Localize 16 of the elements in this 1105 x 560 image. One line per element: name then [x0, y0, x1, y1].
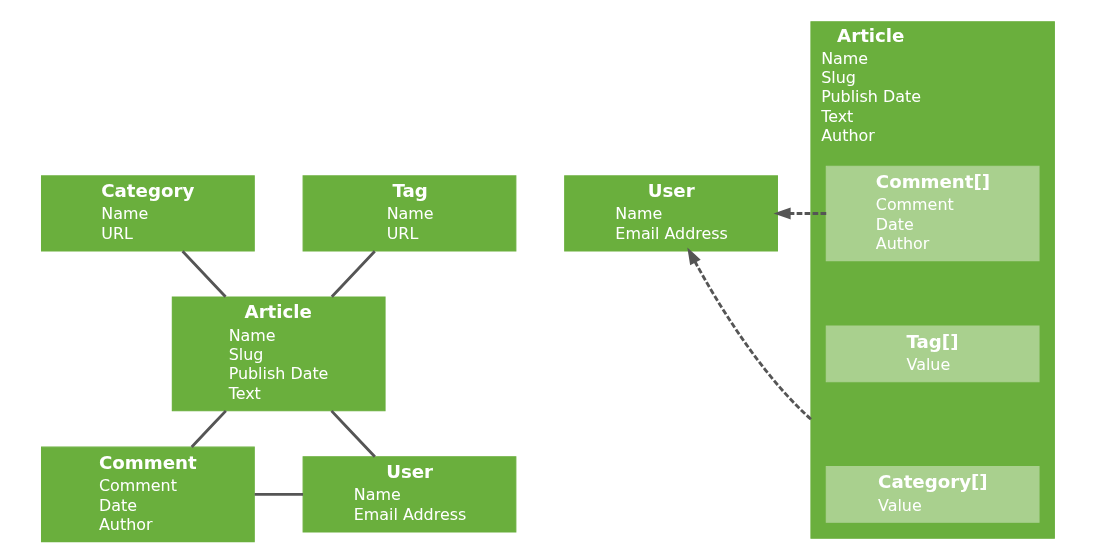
node-box: User Name Email Address [302, 456, 517, 533]
connector [330, 409, 376, 458]
node-box: Comment Comment Date Author [41, 446, 255, 543]
arrow [687, 247, 812, 421]
node-box: Comment[] Comment Date Author [825, 165, 1040, 262]
connector [254, 492, 304, 496]
connector [190, 409, 227, 448]
node-box: Tag[] Value [825, 325, 1040, 383]
node-box: Category[] Value [825, 465, 1040, 523]
connector [181, 250, 227, 298]
node-box: Article Name Slug Publish Date Text [171, 296, 386, 412]
connector [330, 250, 376, 298]
arrow [773, 207, 827, 220]
node-box: User Name Email Address [564, 175, 778, 252]
node-box: Tag Name URL [302, 175, 517, 252]
node-box: Category Name URL [41, 175, 255, 252]
